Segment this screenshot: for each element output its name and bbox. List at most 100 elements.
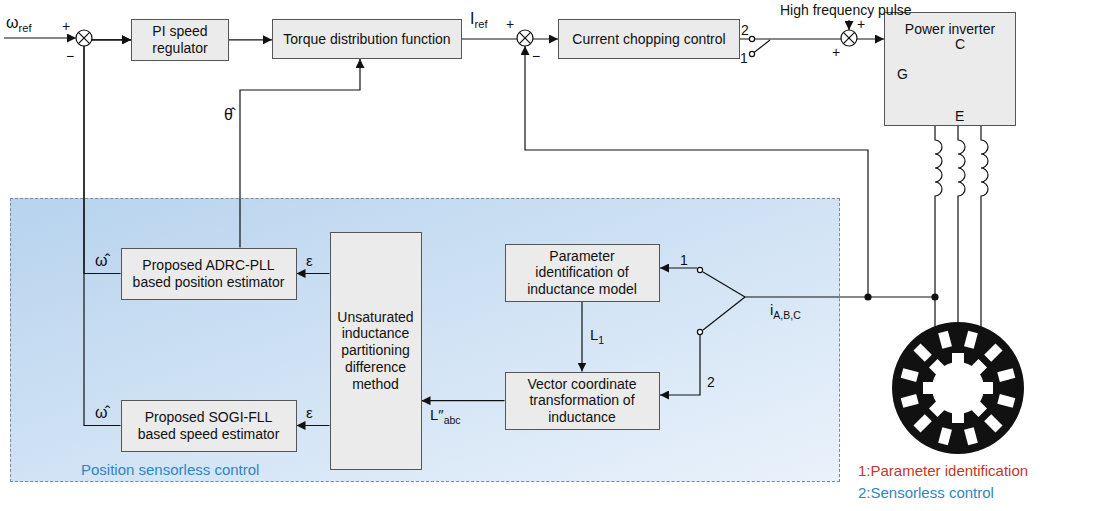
rotor-tooth <box>981 382 993 394</box>
phase-coil <box>981 126 988 330</box>
rotor-tooth <box>970 359 987 376</box>
drawing-part <box>519 32 530 43</box>
drawing-part <box>843 32 854 43</box>
rotor-tooth <box>923 382 935 394</box>
stator-slot <box>984 343 1002 361</box>
subscript: ref <box>474 18 487 30</box>
switch-terminal <box>697 267 702 272</box>
rotor-tooth <box>970 400 987 417</box>
current-tap-wire <box>745 296 935 297</box>
subscript: ref <box>19 22 32 34</box>
signal-arrow <box>84 40 131 274</box>
signal-label: θ̂ <box>224 106 233 124</box>
wire-dot <box>932 294 938 300</box>
stator <box>892 322 1024 454</box>
process-box: Proposed ADRC-PLL based position estimat… <box>121 248 297 300</box>
terminal-number: 2 <box>707 374 715 390</box>
signal-arrow <box>740 38 884 39</box>
box-text: Torque distribution function <box>283 31 450 48</box>
box-text: Unsaturated inductance partitioning diff… <box>336 309 416 393</box>
drawing-part <box>517 30 533 46</box>
sign-label: + <box>62 18 70 34</box>
stator-slot <box>938 427 952 445</box>
switch-wire <box>660 267 697 268</box>
signal-arrow <box>297 425 330 426</box>
signal-label: iA,B,C <box>770 301 801 318</box>
region-label: Position sensorless control <box>81 461 259 479</box>
signal-label: ω̂ <box>95 252 108 270</box>
signal-arrow <box>297 273 330 274</box>
sum-junction <box>517 30 533 46</box>
box-text: Vector coordinate transformation of indu… <box>511 376 654 426</box>
drawing-part <box>78 32 89 43</box>
mode-note: 2:Sensorless control <box>858 484 994 501</box>
stator-slot <box>938 331 952 349</box>
process-box: Proposed SOGI-FLL based speed estimator <box>121 400 297 452</box>
connectors <box>84 39 884 426</box>
rotor-tooth <box>929 400 946 417</box>
signal-label: ε <box>306 404 313 421</box>
switch-blade <box>703 272 745 297</box>
subscript: abc <box>444 414 461 426</box>
box-text: PI speed regulator <box>137 23 223 57</box>
sign-label: − <box>66 48 74 64</box>
terminal-number: 2 <box>741 22 749 38</box>
pulse-wire <box>848 20 849 30</box>
stator-slot <box>964 427 978 445</box>
wire-dot <box>865 294 871 300</box>
subscript: 1 <box>598 334 604 346</box>
air-gap <box>920 350 996 426</box>
subscript: A,B,C <box>773 309 800 321</box>
signal-arrow <box>84 40 131 426</box>
drawing-part <box>78 32 89 43</box>
stator-slot <box>913 343 931 361</box>
motor <box>892 322 1024 454</box>
wiring <box>4 20 988 395</box>
terminal-number: 1 <box>680 252 688 268</box>
drawing-part <box>76 30 92 46</box>
terminal-number: 1 <box>740 50 748 66</box>
pin-label: C <box>955 36 965 52</box>
stator-slot <box>964 331 978 349</box>
region-ground <box>10 198 840 482</box>
box-text: Parameter identification of inductance m… <box>511 248 654 298</box>
stator-slot <box>901 394 919 408</box>
stator-slot <box>901 368 919 382</box>
switch-wire <box>660 335 700 395</box>
sign-label: − <box>532 48 540 64</box>
switch-blade <box>703 297 745 330</box>
stator-slot <box>997 394 1015 408</box>
switch-terminal <box>749 36 754 41</box>
signal-label: Iref <box>470 10 488 28</box>
pin-label: E <box>955 108 964 124</box>
process-box: Torque distribution function <box>272 19 462 59</box>
signal-label: L1 <box>590 326 604 343</box>
rotor-tooth <box>952 411 964 423</box>
text-part: L″ <box>430 406 444 423</box>
stator-slot <box>984 414 1002 432</box>
region-boundary: Position sensorless control Proposed ADRC… <box>10 198 840 482</box>
stator-slot <box>913 414 931 432</box>
signal-arrow <box>581 302 582 372</box>
signal-label: ε <box>306 252 313 269</box>
stator-slot <box>997 368 1015 382</box>
junctions <box>76 30 938 335</box>
box-text: Current chopping control <box>572 31 725 48</box>
drawing-part <box>843 32 854 43</box>
switch-blade <box>752 40 770 54</box>
text-part: I <box>470 10 474 27</box>
sign-label: + <box>857 16 865 32</box>
process-box: Vector coordinate transformation of indu… <box>505 372 660 430</box>
signal-arrow <box>462 38 558 39</box>
phase-coil <box>958 126 965 330</box>
rotor-tooth <box>952 353 964 365</box>
signal-label: High frequency pulse <box>780 2 912 18</box>
signal-label: ω̂ <box>95 404 108 422</box>
sum-junction <box>841 30 857 46</box>
pin-label: G <box>897 66 908 82</box>
drawing-part <box>841 30 857 46</box>
text-part: L <box>590 326 598 343</box>
process-box: Parameter identification of inductance m… <box>505 244 660 302</box>
process-box: Unsaturated inductance partitioning diff… <box>330 232 422 470</box>
